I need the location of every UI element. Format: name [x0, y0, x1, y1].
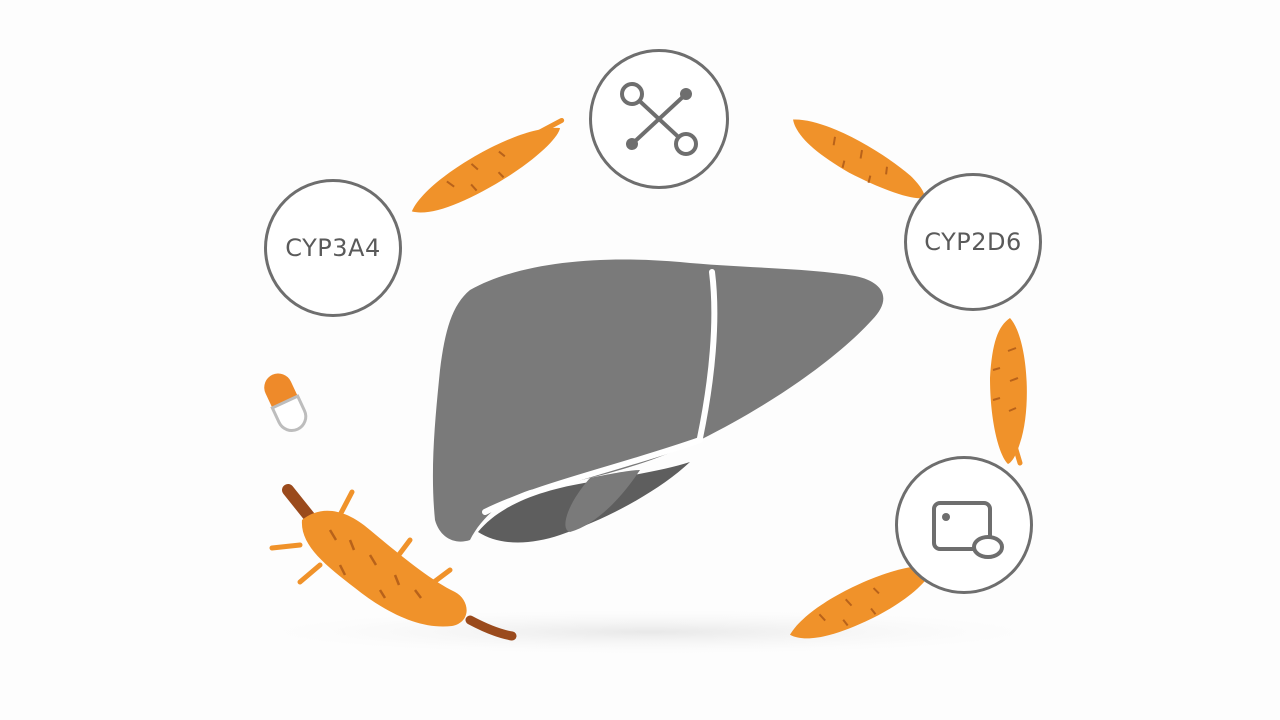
- enzyme-cyp3a4-label: CYP3A4: [264, 179, 402, 317]
- capsule-pill-icon: [264, 373, 308, 432]
- turmeric-root-bottom-right: [789, 567, 932, 639]
- liver-icon: [432, 259, 884, 543]
- turmeric-root-large-bottom-left: [269, 484, 517, 641]
- turmeric-root-top-left: [411, 117, 565, 213]
- molecule-network-icon: [589, 49, 729, 189]
- ground-shadow: [270, 610, 1030, 654]
- enzyme-cyp2d6-label: CYP2D6: [904, 173, 1042, 311]
- monitor-device-icon: [895, 456, 1033, 594]
- turmeric-root-top-right: [793, 119, 925, 199]
- turmeric-root-right: [990, 318, 1027, 466]
